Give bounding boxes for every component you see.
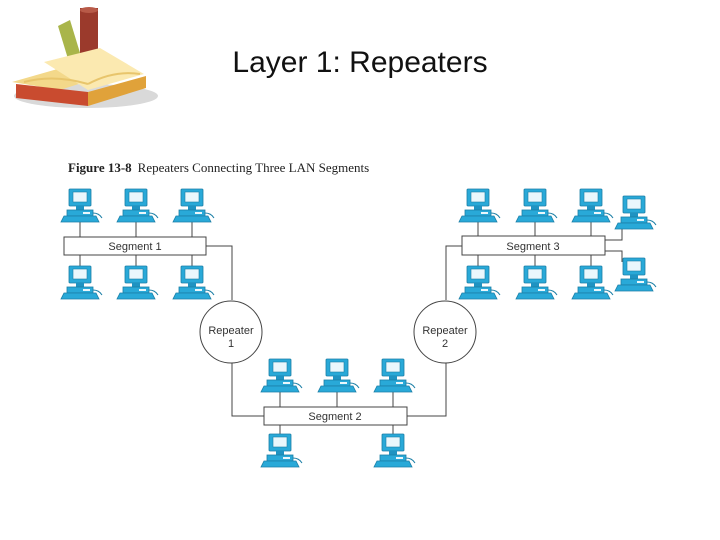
figure-caption-text: Repeaters Connecting Three LAN Segments bbox=[137, 160, 370, 175]
computer-icon bbox=[317, 358, 360, 393]
repeater-1-number: 1 bbox=[228, 338, 234, 350]
computer-icon bbox=[172, 265, 215, 300]
figure-caption: Figure 13-8 Repeaters Connecting Three LA… bbox=[68, 160, 369, 176]
computer-icon bbox=[260, 358, 303, 393]
computer-icon bbox=[260, 433, 303, 468]
computer-icon bbox=[116, 188, 159, 223]
computer-icon bbox=[172, 188, 215, 223]
computer-icon bbox=[571, 188, 614, 223]
computer-icon bbox=[458, 265, 501, 300]
segment-1-label: Segment 1 bbox=[108, 241, 161, 253]
slide-title: Layer 1: Repeaters bbox=[232, 46, 488, 79]
computer-icon bbox=[373, 433, 416, 468]
computer-icon bbox=[458, 188, 501, 223]
computer-icon bbox=[60, 265, 103, 300]
segment-1: Segment 1 bbox=[63, 236, 207, 256]
computer-icon bbox=[614, 257, 657, 292]
figure-label: Figure 13-8 bbox=[68, 160, 132, 175]
segment-3: Segment 3 bbox=[461, 235, 606, 256]
computer-icon bbox=[515, 188, 558, 223]
repeater-2-number: 2 bbox=[442, 338, 448, 350]
repeater-1-label: Repeater bbox=[208, 325, 254, 337]
computer-icon bbox=[116, 265, 159, 300]
segment-2: Segment 2 bbox=[263, 406, 408, 426]
book-stack-icon bbox=[12, 7, 158, 108]
computer-icon bbox=[60, 188, 103, 223]
segment-2-label: Segment 2 bbox=[308, 411, 361, 423]
computer-icon bbox=[614, 195, 657, 230]
segment-3-label: Segment 3 bbox=[506, 241, 559, 253]
computer-icon bbox=[515, 265, 558, 300]
repeater-2: Repeater 2 bbox=[413, 300, 477, 364]
computer-icon bbox=[571, 265, 614, 300]
computer-icon bbox=[373, 358, 416, 393]
repeater-2-label: Repeater bbox=[422, 325, 468, 337]
repeater-1: Repeater 1 bbox=[199, 300, 263, 364]
